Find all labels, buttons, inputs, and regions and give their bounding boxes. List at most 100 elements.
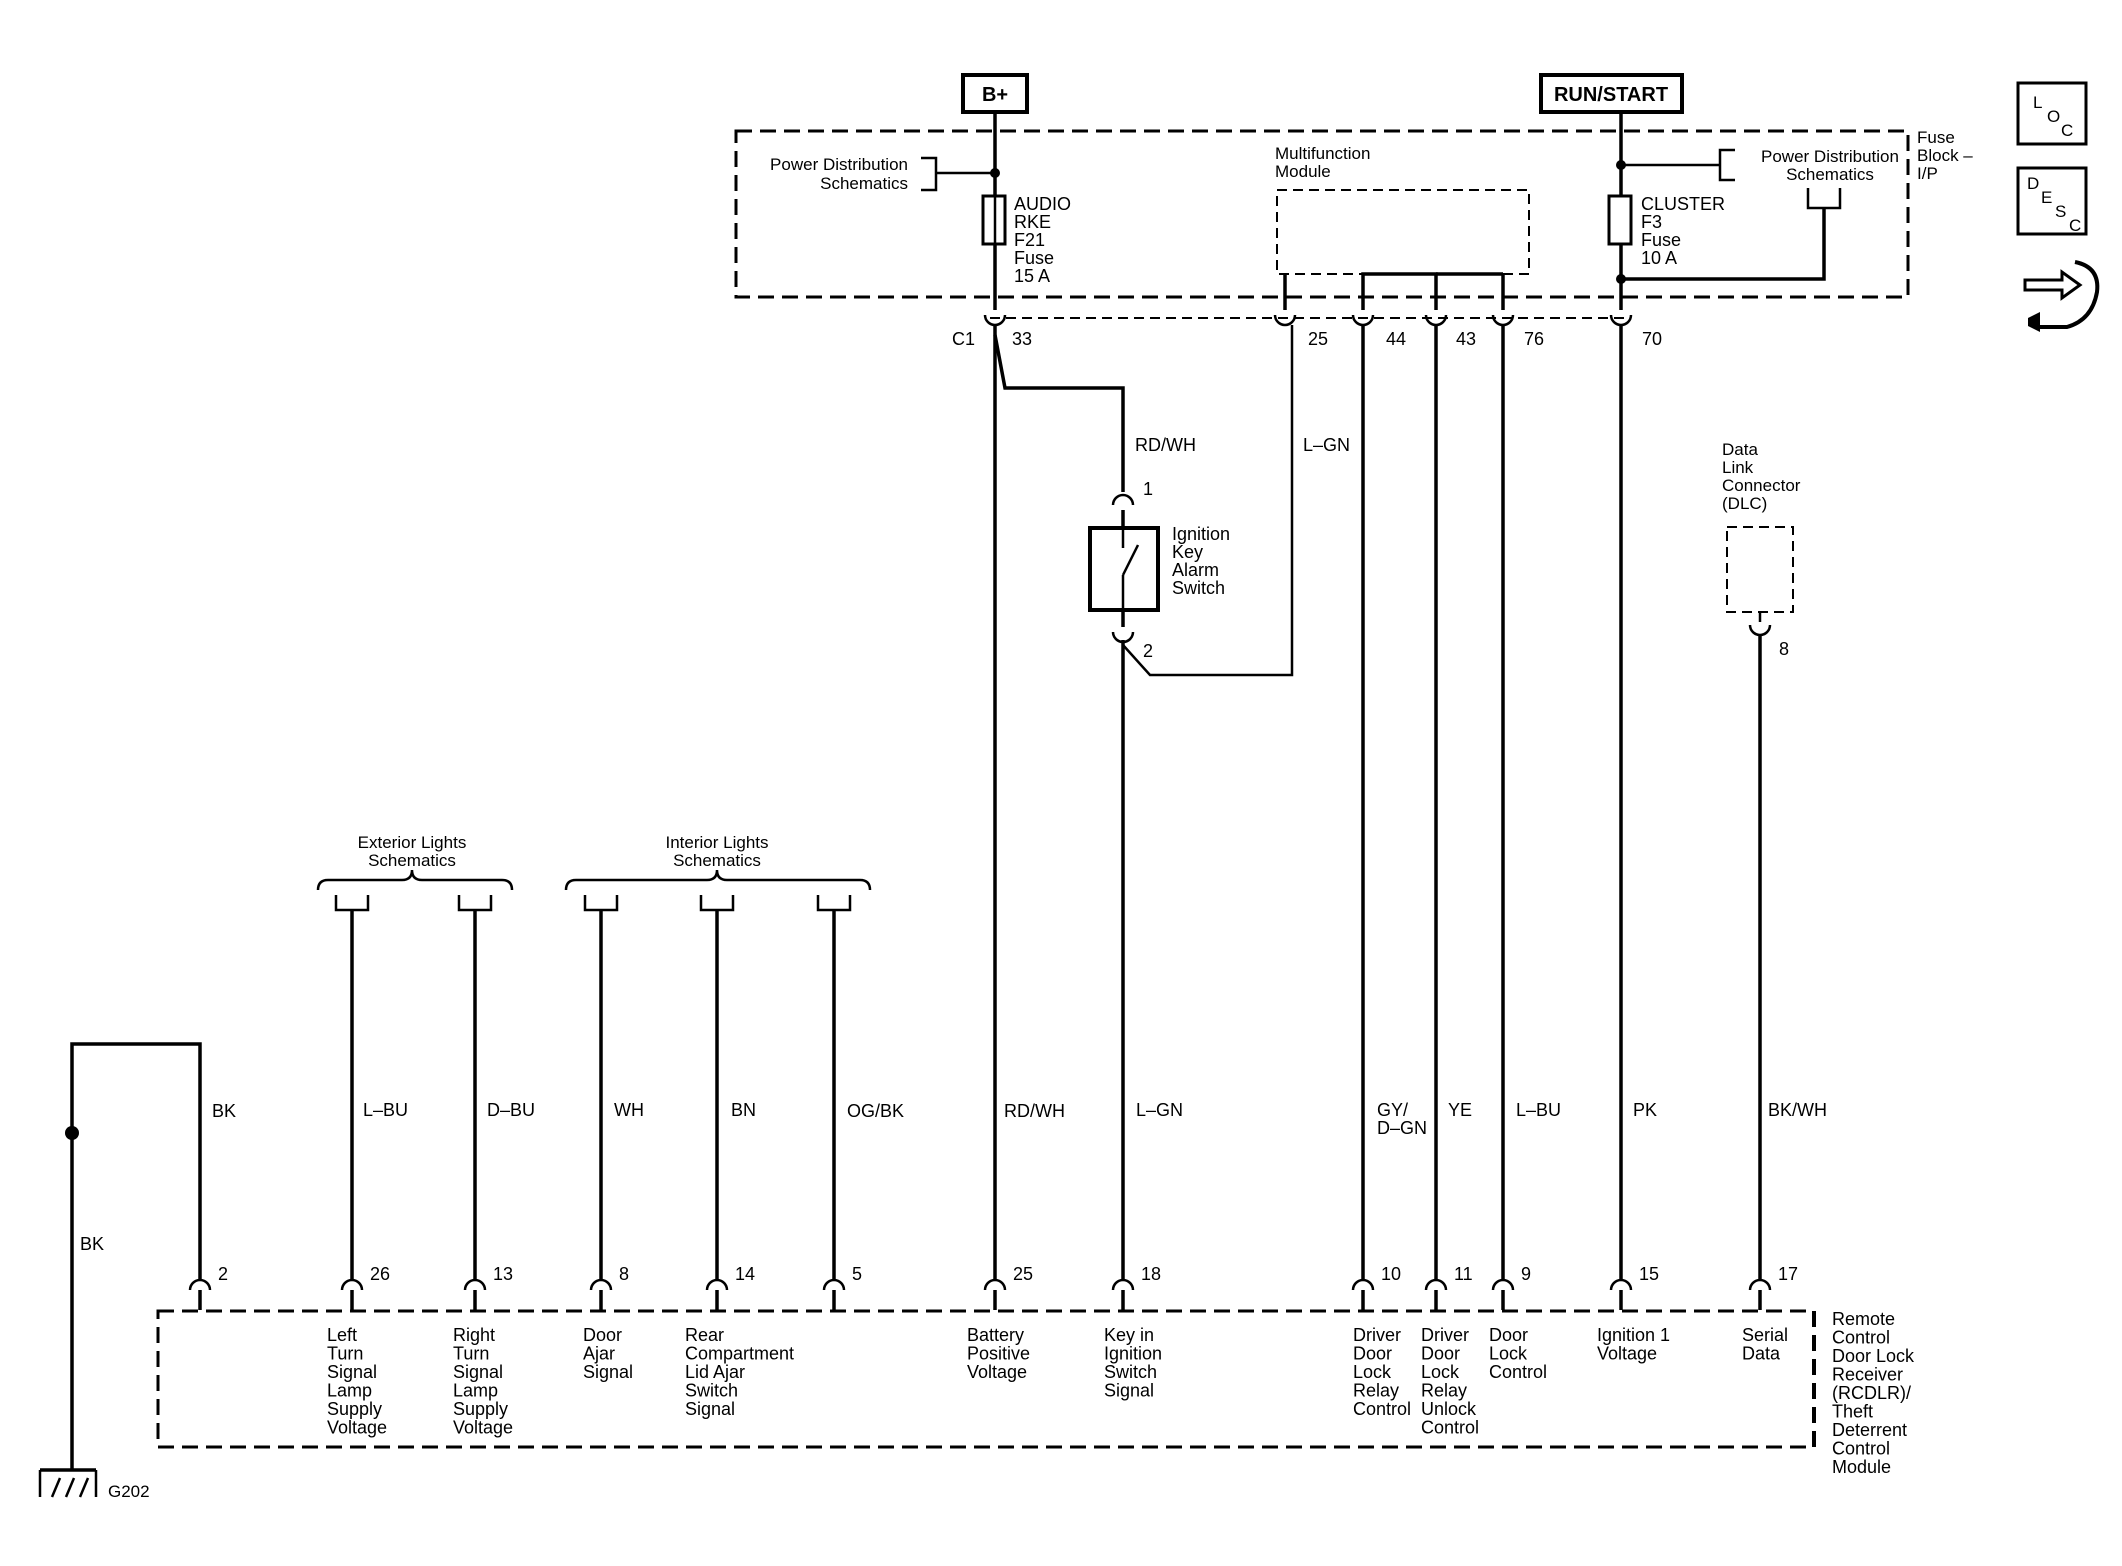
pds-right-line1: Power Distribution [1761, 147, 1899, 166]
fuse-audio-l2: RKE [1014, 212, 1051, 232]
module-label-door-lock-0: Door [1489, 1325, 1528, 1345]
module-label-driver-lock-2: Lock [1353, 1362, 1392, 1382]
module-label-door-ajar-2: Signal [583, 1362, 633, 1382]
module-label-right-turn-4: Supply [453, 1399, 508, 1419]
module-label-door-ajar-1: Ajar [583, 1344, 615, 1364]
module-label-left-turn-4: Supply [327, 1399, 382, 1419]
pin-76: 76 [1524, 329, 1544, 349]
module-label-battery-1: Positive [967, 1344, 1030, 1364]
loc-l: L [2033, 93, 2042, 112]
pds-right-line2: Schematics [1786, 165, 1874, 184]
module-name-line-4: (RCDLR)/ [1832, 1383, 1911, 1403]
module-label-left-turn-1: Turn [327, 1344, 363, 1364]
module-label-key-in-0: Key in [1104, 1325, 1154, 1345]
module-label-right-turn-3: Lamp [453, 1381, 498, 1401]
module-label-rear-comp-3: Switch [685, 1381, 738, 1401]
bpin-10: 10 [1381, 1264, 1401, 1284]
ground-label: G202 [108, 1482, 150, 1501]
ext-lights-label-1: Exterior Lights [358, 833, 467, 852]
fuse-audio-l4: Fuse [1014, 248, 1054, 268]
module-label-driver-unlock-3: Relay [1421, 1381, 1467, 1401]
bpin-25: 25 [1013, 1264, 1033, 1284]
module-name-line-6: Deterrent [1832, 1420, 1907, 1440]
bpin-8: 8 [619, 1264, 629, 1284]
mfm-label-1: Multifunction [1275, 144, 1370, 163]
wire-bk-ground: BK [80, 1234, 104, 1254]
fuse-audio-l5: 15 A [1014, 266, 1050, 286]
fuse-cluster-l1: CLUSTER [1641, 194, 1725, 214]
dlc-pin-8: 8 [1779, 639, 1789, 659]
dlc-label-2: Link [1722, 458, 1754, 477]
bpin-11: 11 [1454, 1264, 1473, 1284]
bplus-label: B+ [982, 84, 1008, 106]
fuse-block-label-3: I/P [1917, 164, 1938, 183]
module-label-right-turn-0: Right [453, 1325, 495, 1345]
module-label-right-turn-5: Voltage [453, 1418, 513, 1438]
module-label-door-lock-2: Control [1489, 1362, 1547, 1382]
upper-wire-rdwh: RD/WH [1135, 435, 1196, 455]
desc-s: S [2055, 202, 2066, 221]
pin-25-top: 25 [1308, 329, 1328, 349]
fuse-audio-l1: AUDIO [1014, 194, 1071, 214]
module-label-key-in-3: Signal [1104, 1381, 1154, 1401]
int-lights-label-1: Interior Lights [666, 833, 769, 852]
dlc-outline [1726, 526, 1794, 613]
module-label-driver-lock-3: Relay [1353, 1381, 1399, 1401]
bpin-17: 17 [1778, 1264, 1798, 1284]
top-connector-pins [983, 314, 1633, 327]
loc-c: C [2061, 121, 2073, 140]
module-label-driver-unlock-5: Control [1421, 1418, 1479, 1438]
module-label-driver-unlock-0: Driver [1421, 1325, 1469, 1345]
pin-33: 33 [1012, 329, 1032, 349]
module-label-key-in-2: Switch [1104, 1362, 1157, 1382]
pds-left-line2: Schematics [820, 174, 908, 193]
fuse-cluster-l2: F3 [1641, 212, 1662, 232]
module-name-line-5: Theft [1832, 1402, 1873, 1422]
rcdlr-module-outline [156, 1309, 1816, 1449]
fuse-block-label-2: Block – [1917, 146, 1973, 165]
module-label-driver-unlock-2: Lock [1421, 1362, 1460, 1382]
wire-bn: BN [731, 1100, 756, 1120]
module-label-right-turn-1: Turn [453, 1344, 489, 1364]
pds-left-line1: Power Distribution [770, 155, 908, 174]
bpin-15: 15 [1639, 1264, 1659, 1284]
module-label-serial-1: Data [1742, 1344, 1781, 1364]
module-name-line-7: Control [1832, 1439, 1890, 1459]
module-label-ign1-1: Voltage [1597, 1344, 1657, 1364]
module-label-driver-lock-1: Door [1353, 1344, 1392, 1364]
wire-rdwh: RD/WH [1004, 1101, 1065, 1121]
module-name-line-3: Receiver [1832, 1365, 1903, 1385]
module-label-ign1-0: Ignition 1 [1597, 1325, 1670, 1345]
module-pin-stubs [198, 1290, 1762, 1310]
fuse-cluster-l4: 10 A [1641, 248, 1677, 268]
multifunction-module-outline [1276, 189, 1530, 275]
dlc-label-4: (DLC) [1722, 494, 1767, 513]
dlc-label-3: Connector [1722, 476, 1801, 495]
bpin-13: 13 [493, 1264, 513, 1284]
module-label-driver-lock-0: Driver [1353, 1325, 1401, 1345]
module-name-line-8: Module [1832, 1457, 1891, 1477]
connector-arrows-icon [2023, 260, 2100, 332]
module-label-serial-0: Serial [1742, 1325, 1788, 1345]
module-label-rear-comp-2: Lid Ajar [685, 1362, 745, 1382]
fuse-audio-l3: F21 [1014, 230, 1045, 250]
desc-c: C [2069, 216, 2081, 235]
wire-dbu: D–BU [487, 1100, 535, 1120]
switch-label-3: Alarm [1172, 560, 1219, 580]
pin-43: 43 [1456, 329, 1476, 349]
runstart-box: RUN/START [1539, 73, 1684, 114]
module-name-line-0: Remote [1832, 1309, 1895, 1329]
pin-70: 70 [1642, 329, 1662, 349]
int-lights-label-2: Schematics [673, 851, 761, 870]
wire-ogbk: OG/BK [847, 1101, 904, 1121]
bpin-18: 18 [1141, 1264, 1161, 1284]
module-label-battery-2: Voltage [967, 1362, 1027, 1382]
wire-pk: PK [1633, 1100, 1657, 1120]
runstart-label: RUN/START [1554, 84, 1668, 106]
bpin-5: 5 [852, 1264, 862, 1284]
ext-lights-bracket [316, 869, 514, 891]
wire-gydgn-2: D–GN [1377, 1118, 1427, 1138]
module-label-rear-comp-0: Rear [685, 1325, 724, 1345]
